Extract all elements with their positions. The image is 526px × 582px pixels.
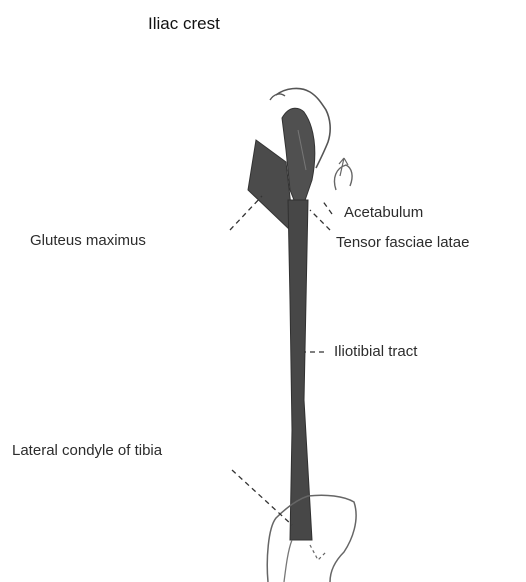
leader-tensor-fasciae-latae <box>310 210 330 230</box>
ilium-tip <box>270 94 285 100</box>
acetabulum-label: Acetabulum <box>344 204 423 221</box>
gluteus-maximus-label: Gluteus maximus <box>30 232 146 249</box>
iliotibial-tract-label: Iliotibial tract <box>334 343 417 360</box>
tibia-dashed-detail <box>310 545 326 560</box>
fibula-outline <box>284 540 292 582</box>
leader-gluteus-maximus <box>230 196 262 230</box>
gluteus-maximus-shape <box>248 140 292 232</box>
leader-lateral-condyle <box>232 470 292 525</box>
iliac-crest-label: Iliac crest <box>148 14 220 34</box>
leader-acetabulum <box>322 200 332 214</box>
lateral-condyle-label: Lateral condyle of tibia <box>12 442 162 459</box>
tensor-fasciae-latae-label: Tensor fasciae latae <box>336 234 469 251</box>
iliotibial-tract-shape <box>288 200 312 540</box>
acetabulum-outline <box>334 165 352 190</box>
